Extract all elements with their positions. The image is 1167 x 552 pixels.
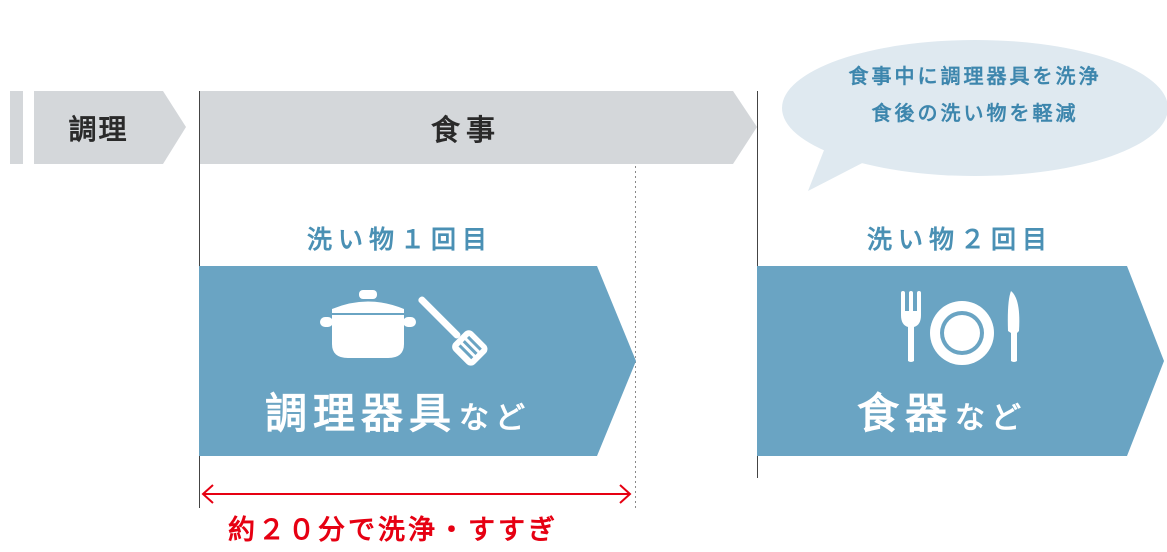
- meal-stage-arrow: [199, 91, 757, 164]
- bubble-line-2: 食後の洗い物を軽減: [871, 101, 1079, 125]
- knife-icon: [1007, 291, 1020, 362]
- cooking-stage-arrow: [34, 91, 186, 164]
- timeline-start-stub: [10, 91, 23, 164]
- bubble-line-1: 食事中に調理器具を洗浄: [848, 64, 1102, 88]
- wash2-caption: 食器 など: [757, 380, 1127, 440]
- pot-icon: [320, 290, 416, 358]
- wash2-caption-main: 食器: [856, 389, 953, 438]
- spatula-icon: [418, 296, 488, 366]
- wash1-arrow: [199, 266, 636, 456]
- plate-icon: [930, 301, 994, 365]
- wash1-caption: 調理器具 など: [199, 380, 597, 440]
- cooking-stage-label: 調理: [68, 112, 129, 146]
- wash1-caption-main: 調理器具: [264, 389, 457, 438]
- duration-double-arrow: [201, 484, 632, 504]
- wash2-caption-suffix: など: [955, 401, 1027, 436]
- fork-icon: [901, 291, 921, 362]
- bubble-text: 食事中に調理器具を洗浄 食後の洗い物を軽減: [800, 58, 1150, 132]
- wash1-title: 洗い物１回目: [306, 225, 493, 254]
- duration-label: 約２０分で洗浄・すすぎ: [228, 515, 558, 546]
- meal-stage-label: 食事: [430, 112, 501, 147]
- wash2-title: 洗い物２回目: [866, 225, 1053, 254]
- wash1-caption-suffix: など: [459, 401, 531, 436]
- speech-bubble: [782, 40, 1167, 191]
